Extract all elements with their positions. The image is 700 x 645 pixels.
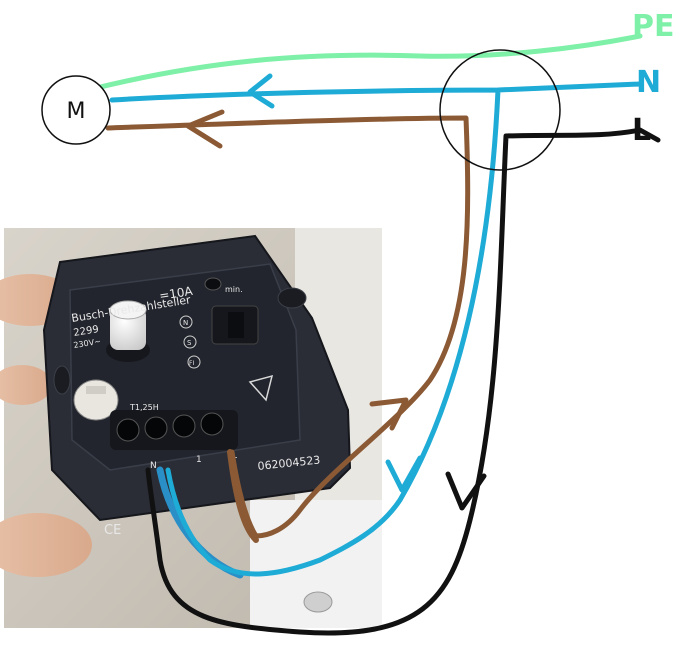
model-text: 2299 <box>73 324 100 339</box>
triangle-symbol <box>248 374 274 402</box>
speed-knob <box>110 308 146 350</box>
drawn-wires <box>85 33 661 636</box>
l-label: L <box>632 113 651 148</box>
terminal-block <box>110 410 238 450</box>
junction-circle <box>439 49 561 171</box>
dimmer-module: Busch-Drehzahlsteller 2299 230V~ =10A T1… <box>42 234 352 538</box>
label-fi: FI <box>189 360 194 367</box>
device-photo: Busch-Drehzahlsteller 2299 230V~ =10A T1… <box>0 228 382 628</box>
rating-prefix-text: 230V~ <box>73 337 102 350</box>
label-s: S <box>187 339 192 347</box>
min-adjust-screw <box>228 312 244 338</box>
knob-top <box>109 300 147 320</box>
label-ring-s <box>183 335 197 349</box>
bottom-terminal-1: 1 <box>196 455 202 465</box>
l-wire <box>145 127 661 636</box>
bottom-terminal-n: N <box>150 461 157 471</box>
finger-middle <box>0 365 52 405</box>
min-indicator <box>204 277 222 291</box>
fuse-slot <box>86 386 106 394</box>
label-ring-fi <box>187 355 201 369</box>
pe-label: PE <box>632 9 674 44</box>
rating-current-text: =10A <box>158 284 194 303</box>
fuse-cap <box>73 379 119 421</box>
n-wire <box>109 81 643 577</box>
fuse-text: T1,25H <box>129 403 159 412</box>
n-label: N <box>636 65 661 100</box>
terminal-hole-3 <box>172 414 196 438</box>
terminal-screw <box>303 591 333 613</box>
motor-label: M <box>67 99 86 124</box>
motor-symbol: M <box>41 75 111 145</box>
motor-circle <box>41 75 111 145</box>
pe-wire <box>85 33 643 93</box>
triangle-symbol-mark <box>248 374 274 402</box>
min-text: min. <box>225 285 243 294</box>
label-n: N <box>183 319 188 327</box>
motor-arrow-right <box>369 397 409 431</box>
mounting-slot-right <box>277 287 307 309</box>
motor-arrow <box>185 109 225 149</box>
label-ring-n <box>179 315 193 329</box>
n-arrow-down <box>385 455 423 493</box>
motor-wire <box>105 115 471 539</box>
finger-bottom <box>0 513 92 577</box>
l-arrow-down <box>445 471 487 511</box>
terminal-hole-2 <box>144 416 168 440</box>
terminal-hole-1 <box>116 418 140 442</box>
n-arrow-top <box>247 73 275 109</box>
ce-mark: CE <box>104 523 121 538</box>
function-labels: N S FI <box>179 315 201 369</box>
mounting-slot-left <box>53 365 71 395</box>
terminal-hole-4 <box>200 412 224 436</box>
